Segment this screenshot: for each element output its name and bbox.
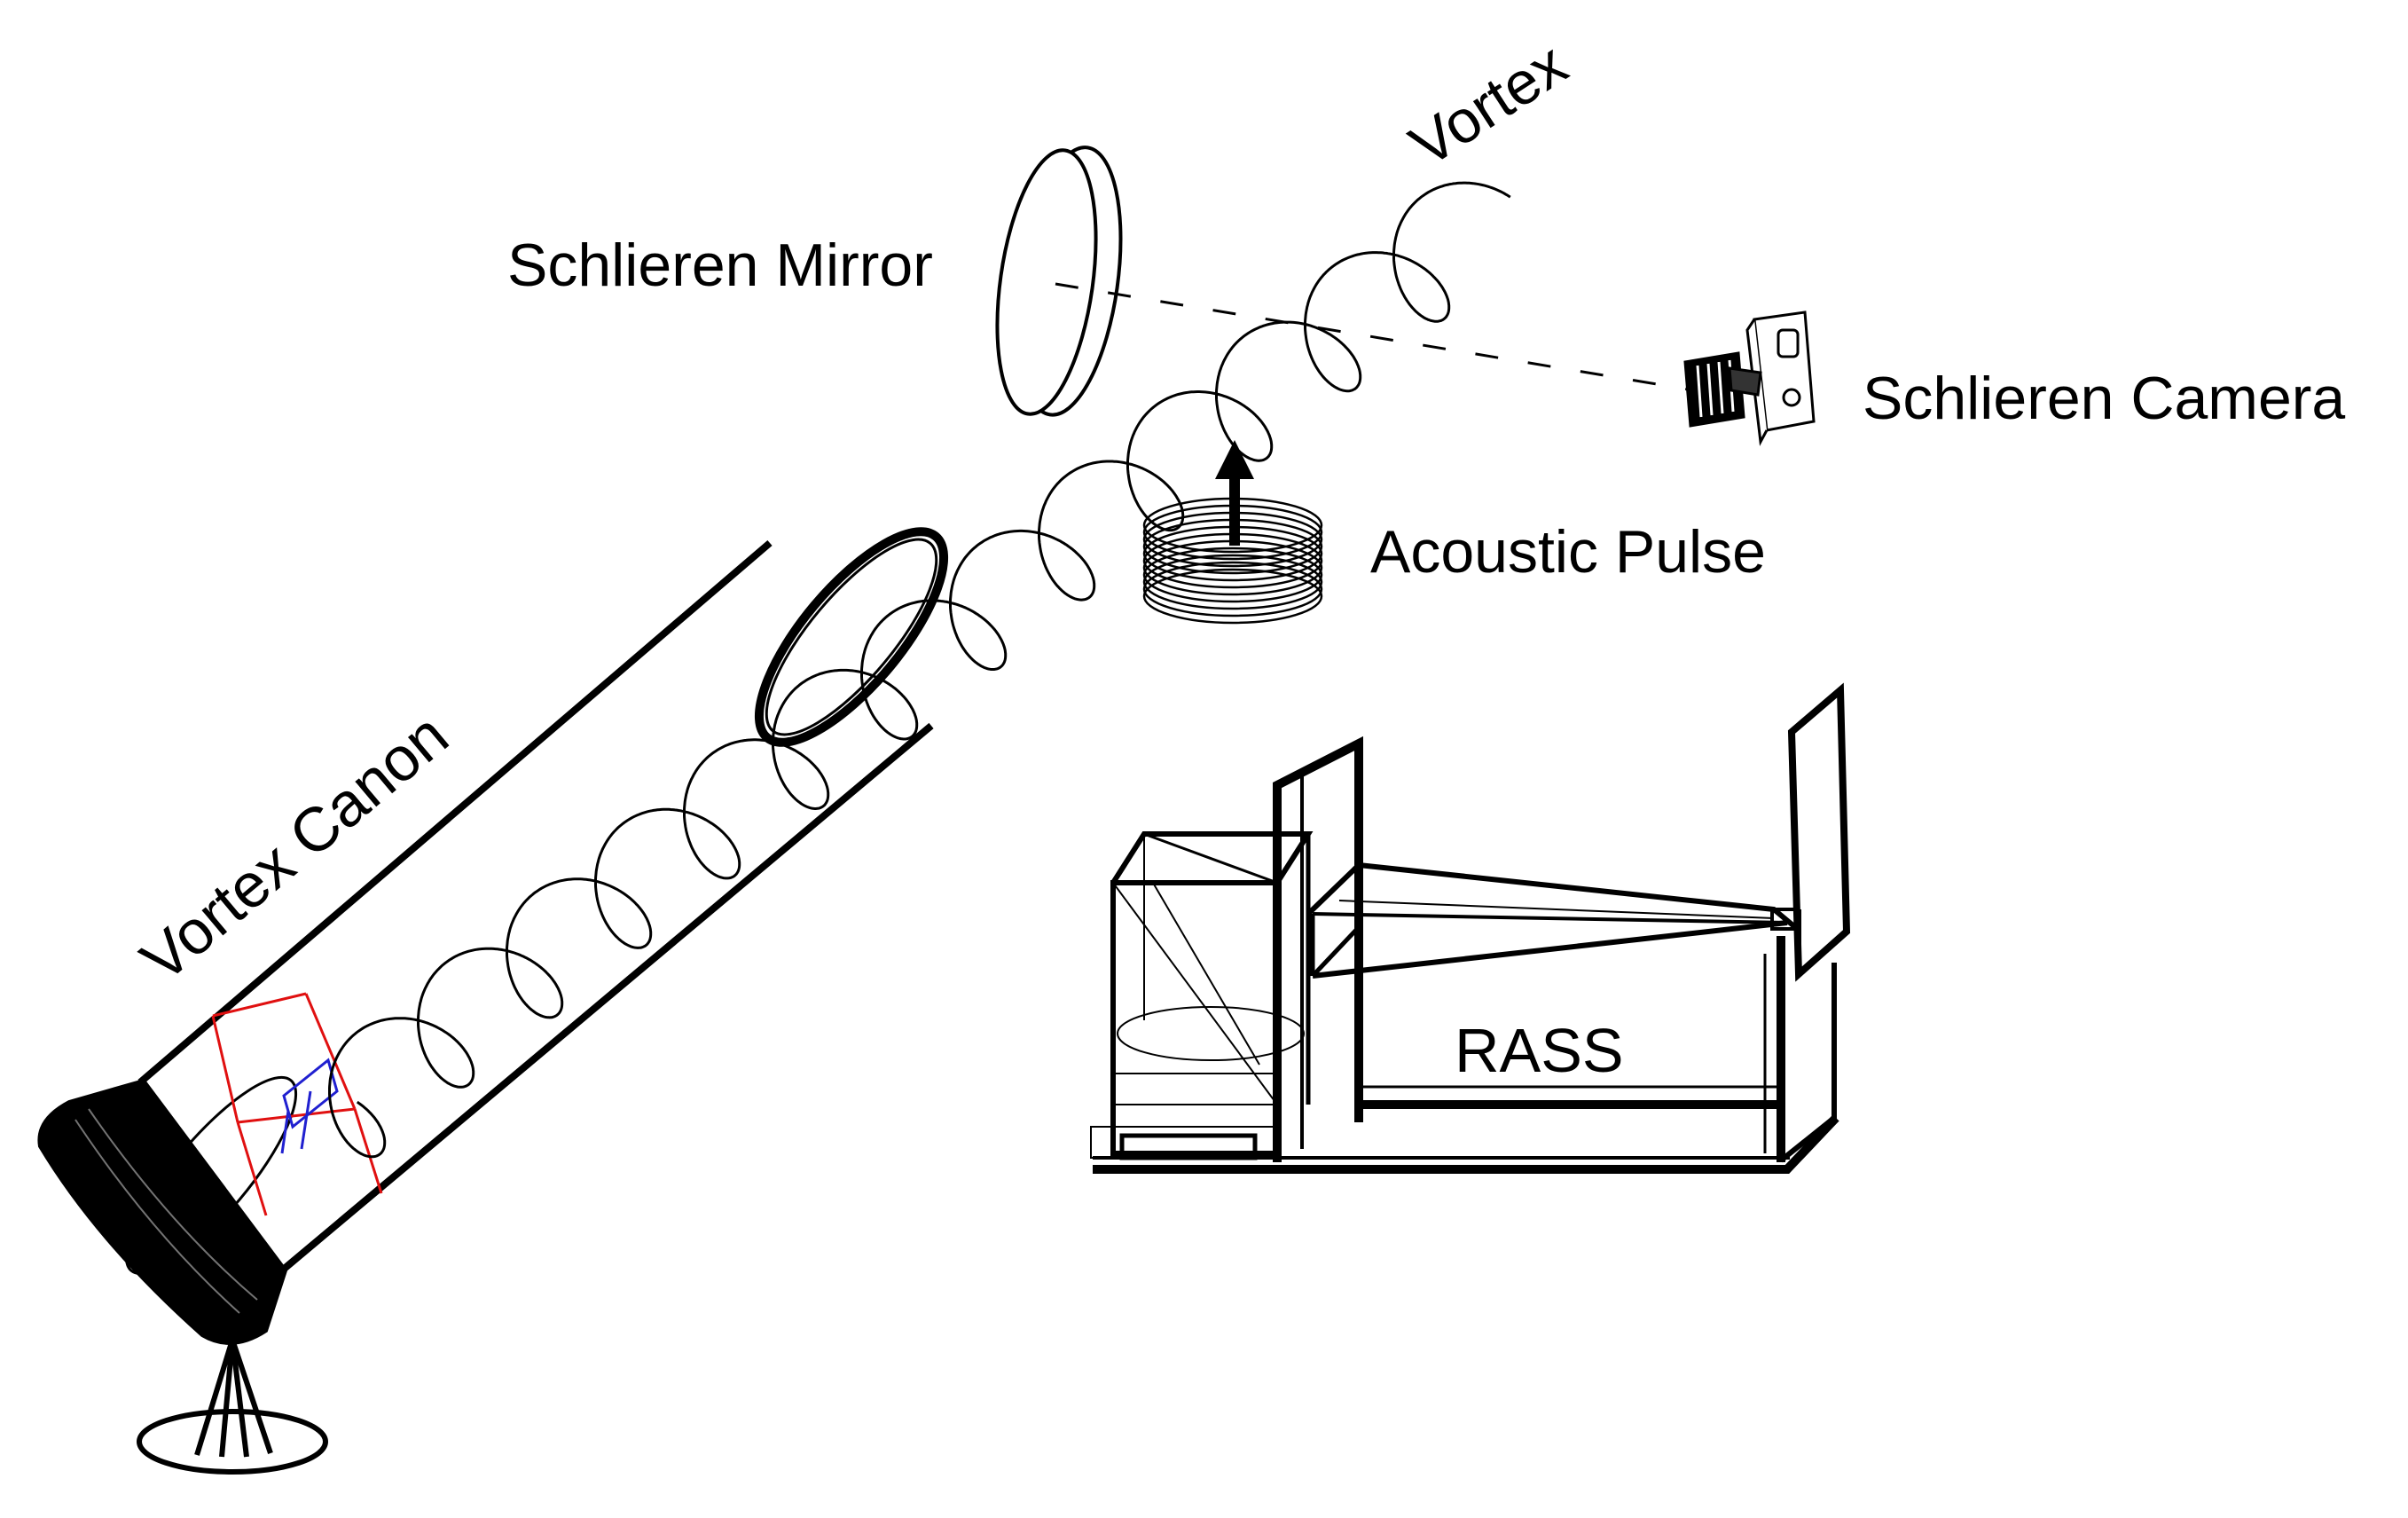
- cannon-blue-diaphragm: [280, 1058, 339, 1154]
- rass-apparatus: [1090, 682, 1851, 1174]
- cannon-rear-cap: [37, 1078, 288, 1345]
- schlieren-mirror: [995, 146, 1123, 417]
- label-schlieren-mirror: Schlieren Mirror: [507, 232, 933, 299]
- label-schlieren-camera: Schlieren Camera: [1863, 365, 2345, 432]
- label-vortex: Vortex: [1399, 30, 1579, 180]
- cannon-red-frame: [211, 992, 383, 1216]
- vortex-helix-path: [328, 181, 1511, 1159]
- optical-path-dashed: [1055, 282, 1695, 392]
- acoustic-pulse-arrow: [1215, 440, 1254, 546]
- schlieren-camera: [1683, 311, 1816, 446]
- label-acoustic-pulse: Acoustic Pulse: [1370, 518, 1766, 586]
- label-rass: RASS: [1455, 1016, 1624, 1085]
- cannon-tripod: [137, 1339, 328, 1475]
